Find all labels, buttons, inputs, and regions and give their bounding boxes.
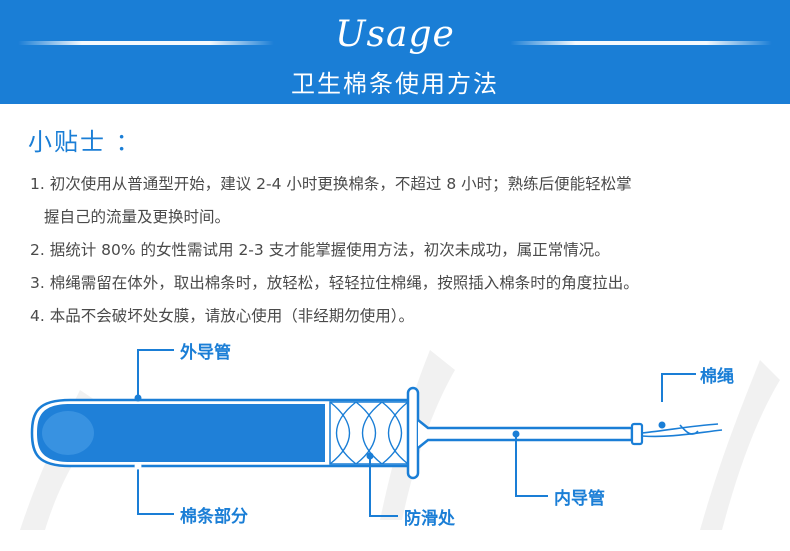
tampon-diagram: 外导管 棉绳 棉条部分 防滑处 内导管 — [0, 330, 790, 547]
string — [641, 423, 723, 438]
grip-pattern — [329, 401, 409, 465]
tampon-illustration — [20, 349, 780, 530]
tips-list: 1. 初次使用从普通型开始，建议 2-4 小时更换棉条，不超过 8 小时；熟练后… — [30, 168, 770, 333]
label-cotton-part: 棉条部分 — [180, 507, 248, 527]
label-anti-slip: 防滑处 — [404, 509, 455, 529]
tip-item-4: 4. 本品不会破坏处女膜，请放心使用（非经期勿使用）。 — [30, 307, 414, 325]
banner-divider-left — [18, 41, 274, 45]
tip-item-3: 3. 棉绳需留在体外，取出棉条时，放轻松，轻轻拉住棉绳，按照插入棉条时的角度拉出… — [30, 274, 639, 292]
header-banner: Usage 卫生棉条使用方法 — [0, 0, 790, 104]
tube-flange — [406, 386, 420, 480]
tips-heading: 小贴士 ： — [28, 128, 142, 156]
banner-subtitle: 卫生棉条使用方法 — [291, 70, 499, 98]
inner-tube-end — [630, 422, 644, 446]
label-inner-tube: 内导管 — [554, 489, 605, 509]
banner-title: Usage — [335, 14, 455, 55]
label-outer-tube: 外导管 — [180, 343, 231, 363]
cotton-tip-highlight — [42, 411, 94, 455]
banner-divider-right — [510, 41, 772, 45]
label-string: 棉绳 — [700, 367, 734, 387]
tip-item-1-continued: 握自己的流量及更换时间。 — [44, 208, 231, 226]
leader-lines — [137, 349, 696, 517]
tip-item-1: 1. 初次使用从普通型开始，建议 2-4 小时更换棉条，不超过 8 小时；熟练后… — [30, 175, 632, 193]
inner-tube — [417, 419, 634, 449]
cotton-part — [37, 404, 325, 462]
leader-dots — [134, 394, 666, 470]
tip-item-2: 2. 据统计 80% 的女性需试用 2-3 支才能掌握使用方法，初次未成功，属正… — [30, 241, 610, 259]
